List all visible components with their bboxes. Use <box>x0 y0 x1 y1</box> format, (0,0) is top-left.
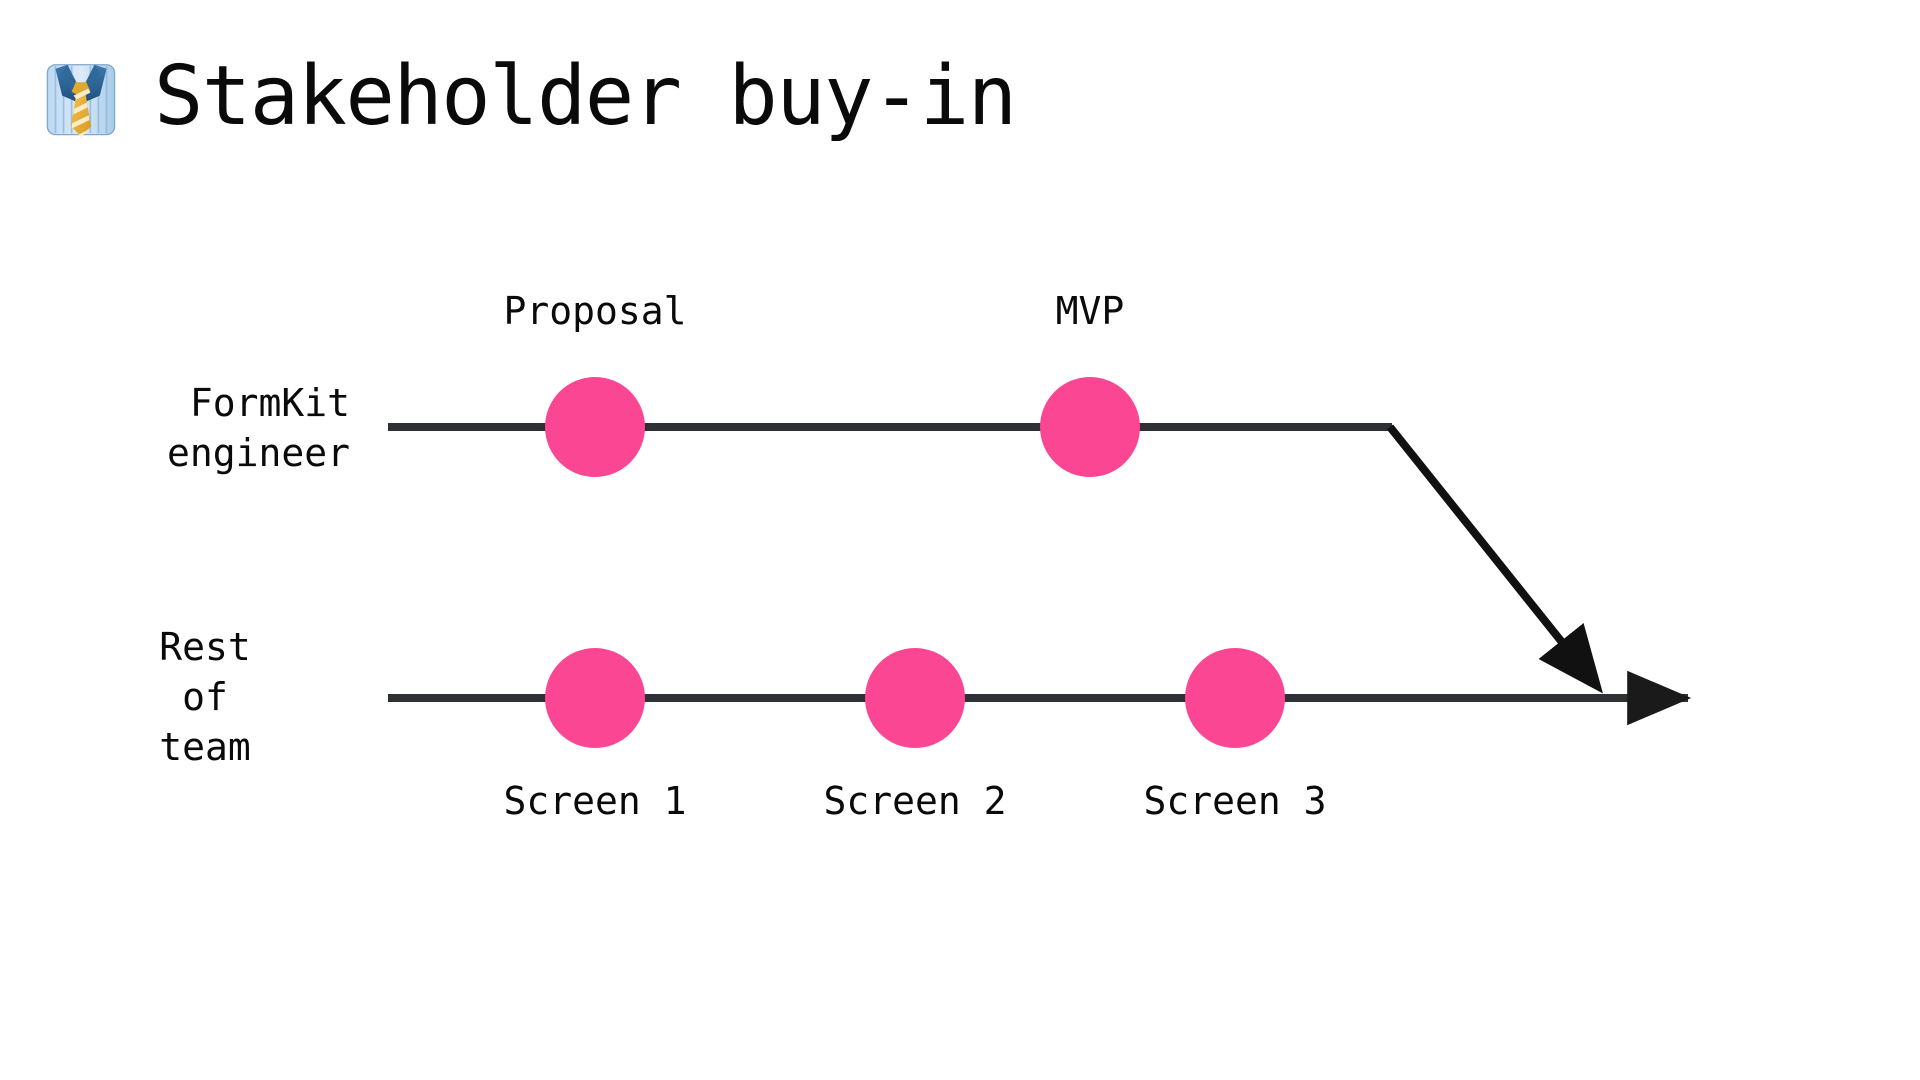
handoff-arrow-line <box>1386 424 1603 694</box>
milestone-label-screen-3: Screen 3 <box>1143 779 1327 823</box>
track-rest-of-team <box>388 648 1692 748</box>
milestone-node-screen-2[interactable] <box>865 648 965 748</box>
milestone-node-mvp[interactable] <box>1040 377 1140 477</box>
milestone-label-screen-2: Screen 2 <box>823 779 1007 823</box>
slide-title-row: Stakeholder buy-in <box>38 42 1017 152</box>
milestone-label-screen-1: Screen 1 <box>503 779 687 823</box>
page-title: Stakeholder buy-in <box>154 49 1017 144</box>
necktie-emoji <box>46 64 116 138</box>
milestone-node-screen-3[interactable] <box>1185 648 1285 748</box>
milestone-label-mvp: MVP <box>1055 289 1125 333</box>
milestone-label-proposal: Proposal <box>503 289 687 333</box>
handoff-arrow <box>1386 424 1603 694</box>
track-formkit-engineer <box>388 377 1392 477</box>
milestone-node-screen-1[interactable] <box>545 648 645 748</box>
milestone-node-proposal[interactable] <box>545 377 645 477</box>
